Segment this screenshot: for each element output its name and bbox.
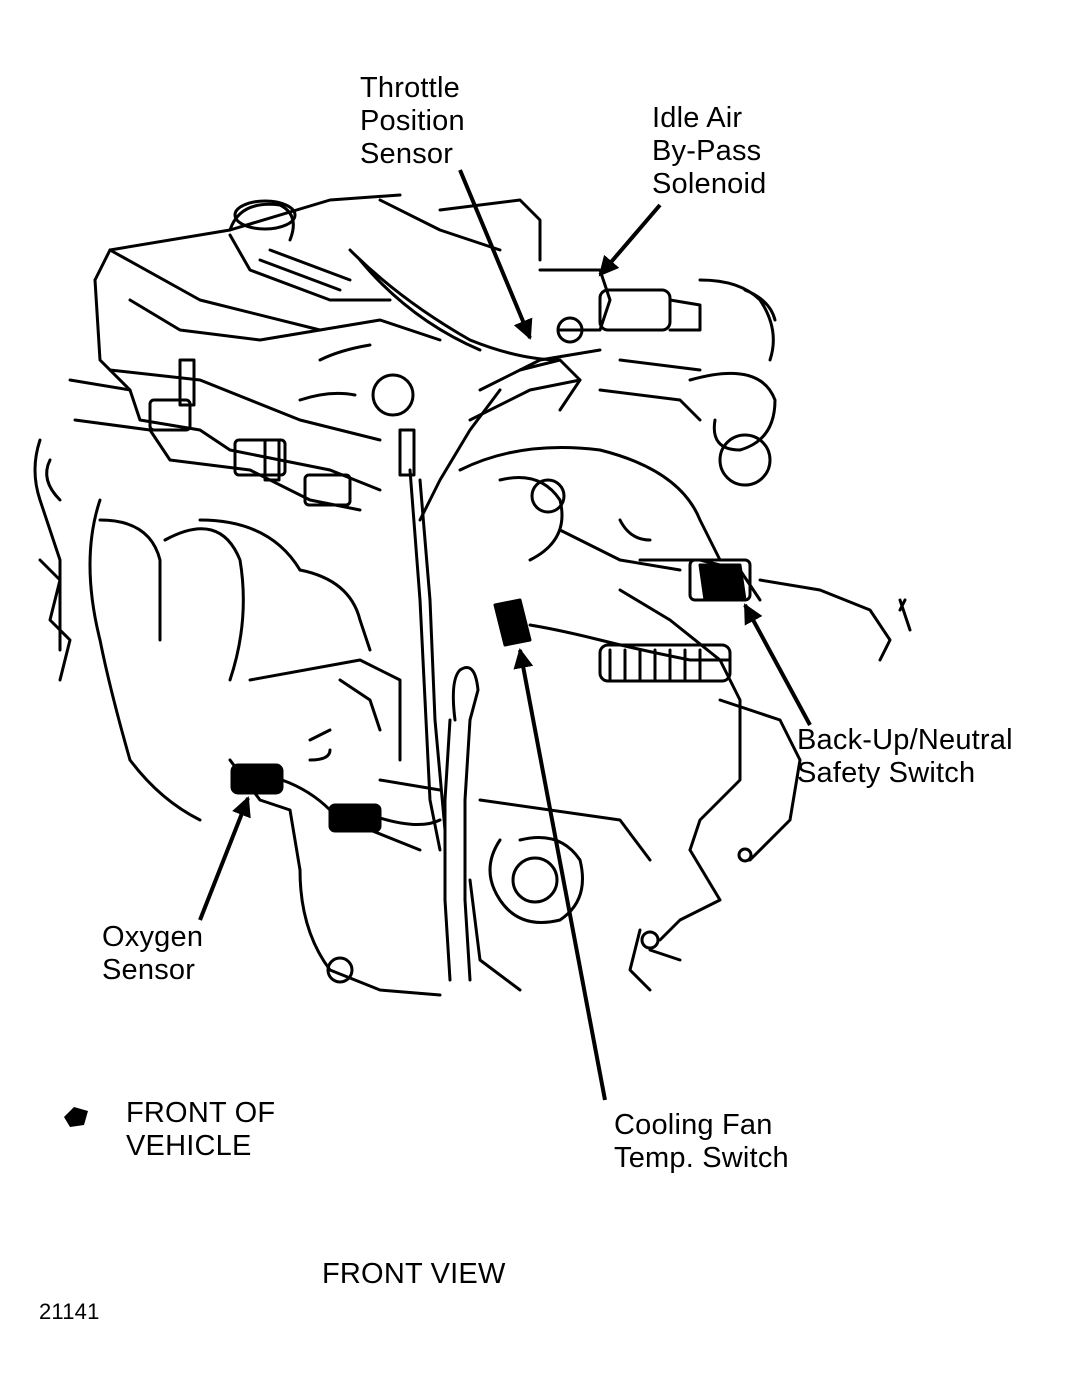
backup-neutral-safety-switch-label: Back-Up/Neutral Safety Switch <box>797 724 1013 790</box>
idle-air-bypass-solenoid-label: Idle Air By-Pass Solenoid <box>652 102 766 201</box>
label-line: Temp. Switch <box>614 1142 789 1174</box>
cf-arrow <box>513 648 607 1101</box>
legend-text: FRONT OF VEHICLE <box>126 1097 275 1163</box>
label-line: By-Pass <box>652 135 762 167</box>
label-line: Back-Up/Neutral <box>797 724 1013 756</box>
label-line: Cooling Fan <box>614 1109 773 1141</box>
legend-line: VEHICLE <box>126 1130 252 1162</box>
tps-arrow <box>458 169 533 340</box>
o2-arrow <box>198 796 251 921</box>
label-line: Position <box>360 105 465 137</box>
label-line: Idle Air <box>652 102 743 134</box>
bun-arrow <box>743 603 812 726</box>
throttle-position-sensor-label: Throttle Position Sensor <box>360 72 465 171</box>
label-line: Solenoid <box>652 168 767 200</box>
label-line: Safety Switch <box>797 757 976 789</box>
figure-number: 21141 <box>39 1299 100 1324</box>
leader-arrows <box>198 169 812 1101</box>
engine-linework <box>33 193 912 997</box>
label-line: Oxygen <box>102 921 204 953</box>
iac-arrow <box>598 203 662 277</box>
legend-line: FRONT OF <box>126 1097 276 1129</box>
front-of-vehicle-arrow-icon <box>64 1107 88 1127</box>
label-line: Sensor <box>102 954 196 986</box>
oxygen-sensor-label: Oxygen Sensor <box>102 921 203 987</box>
figure-caption: FRONT VIEW <box>322 1258 506 1290</box>
label-line: Throttle <box>360 72 460 104</box>
cooling-fan-temp-switch-label: Cooling Fan Temp. Switch <box>614 1109 789 1175</box>
label-line: Sensor <box>360 138 454 170</box>
